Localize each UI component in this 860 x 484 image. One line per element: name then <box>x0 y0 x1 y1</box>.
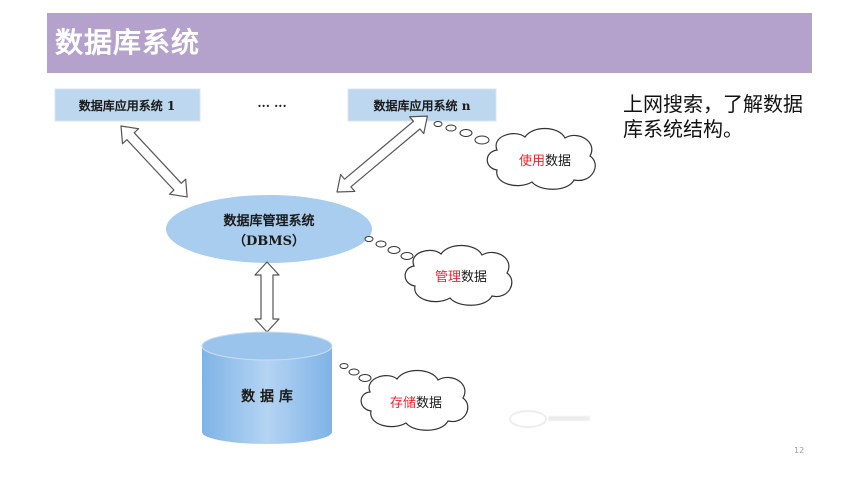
faint-artifact <box>509 410 590 428</box>
app-box-1: 数据库应用系统 1 <box>54 88 201 122</box>
cloud-manage-text: 数据 <box>461 270 487 285</box>
svg-text:管理数据: 管理数据 <box>435 270 487 285</box>
cloud-store: 存储数据 <box>360 369 469 431</box>
double-arrow-vertical <box>254 261 280 333</box>
title-bar: 数据库系统 <box>47 13 812 73</box>
bubble-trail-manage <box>364 236 414 260</box>
cloud-manage: 管理数据 <box>404 244 513 306</box>
cloud-manage-highlight: 管理 <box>435 270 461 285</box>
svg-text:存储数据: 存储数据 <box>390 396 442 411</box>
cloud-use-highlight: 使用 <box>519 153 545 169</box>
double-arrow-left <box>120 125 188 198</box>
side-note: 上网搜索，了解数据库系统结构。 <box>623 92 803 141</box>
database-cylinder: 数 据 库 <box>201 331 333 444</box>
ellipsis-label: ··· ··· <box>257 99 286 113</box>
dbms-ellipse: 数据库管理系统 （DBMS） <box>166 195 372 263</box>
app-box-n-label: 数据库应用系统 n <box>374 98 471 113</box>
svg-text:使用数据: 使用数据 <box>519 153 571 169</box>
app-box-n: 数据库应用系统 n <box>347 88 497 122</box>
page-number: 12 <box>794 446 805 455</box>
cloud-use-text: 数据 <box>545 154 571 169</box>
cloud-use: 使用数据 <box>486 127 596 190</box>
app-box-1-label: 数据库应用系统 1 <box>79 98 176 113</box>
cloud-store-highlight: 存储 <box>390 396 416 411</box>
double-arrow-right <box>336 115 428 193</box>
dbms-label-line2: （DBMS） <box>233 233 305 249</box>
bubble-trail-use <box>433 121 490 145</box>
dbms-label-line1: 数据库管理系统 <box>223 213 314 229</box>
bubble-trail-store <box>339 363 372 382</box>
slide-title: 数据库系统 <box>55 26 201 59</box>
cloud-store-text: 数据 <box>416 396 442 411</box>
database-label: 数 据 库 <box>241 388 293 405</box>
